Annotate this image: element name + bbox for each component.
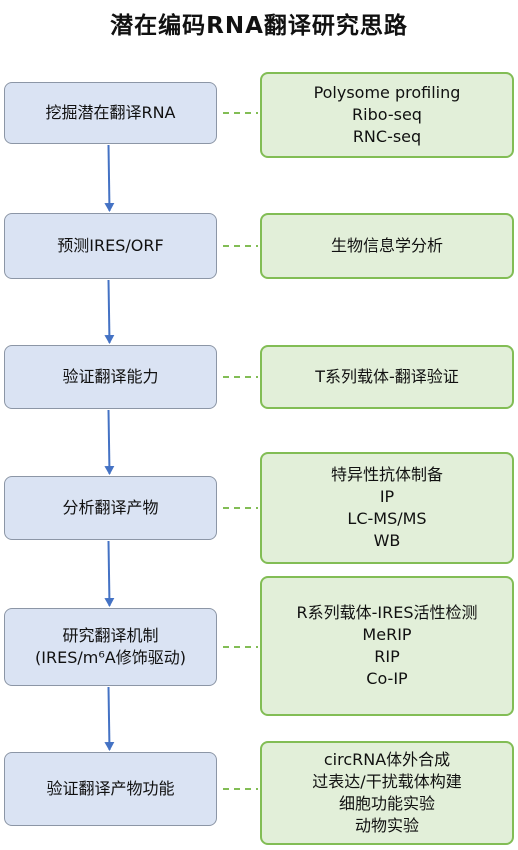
step-box-line: 挖掘潜在翻译RNA (45, 103, 176, 122)
page-title: 潜在编码RNA翻译研究思路 (110, 13, 408, 39)
method-box-verify-function: circRNA体外合成过表达/干扰载体构建细胞功能实验动物实验 (260, 741, 514, 845)
flow-arrow (104, 540, 115, 607)
method-box-line: 过表达/干扰载体构建 (312, 772, 462, 791)
step-box-predict-ires-orf: 预测IRES/ORF (4, 213, 217, 279)
step-box-line: 分析翻译产物 (62, 498, 159, 517)
flow-arrow (104, 409, 115, 475)
method-box-line: Ribo-seq (352, 105, 422, 124)
method-box-line: 细胞功能实验 (338, 794, 435, 813)
flow-arrow (104, 279, 115, 344)
step-box-line: 研究翻译机制 (62, 626, 159, 645)
step-box-mine-rna: 挖掘潜在翻译RNA (4, 82, 217, 144)
method-box-line: LC-MS/MS (347, 509, 427, 528)
method-box-line: 特异性抗体制备 (330, 465, 443, 484)
step-box-line: 预测IRES/ORF (57, 236, 164, 255)
step-box-verify-translation: 验证翻译能力 (4, 345, 217, 409)
method-box-line: 动物实验 (354, 816, 419, 835)
method-box-line: RIP (374, 647, 400, 666)
step-box-line: (IRES/m⁶A修饰驱动) (35, 648, 186, 667)
method-box-analyze-products: 特异性抗体制备 IP LC-MS/MS WB (260, 452, 514, 564)
flow-arrow (104, 686, 115, 751)
method-box-line: Polysome profiling (313, 83, 461, 102)
method-box-line: MeRIP (362, 625, 412, 644)
method-box-line: R系列载体-IRES活性检测 (296, 603, 478, 622)
method-box-line: 生物信息学分析 (330, 236, 443, 255)
method-box-predict-ires-orf: 生物信息学分析 (260, 213, 514, 279)
step-box-analyze-products: 分析翻译产物 (4, 476, 217, 540)
method-box-line: RNC-seq (352, 127, 422, 146)
method-box-verify-translation: T系列载体-翻译验证 (260, 345, 514, 409)
method-box-line: circRNA体外合成 (323, 750, 451, 769)
method-box-line: Co-IP (366, 669, 408, 688)
flow-arrow (104, 144, 115, 212)
step-box-line: 验证翻译能力 (62, 367, 159, 386)
method-box-line: T系列载体-翻译验证 (315, 367, 459, 386)
step-box-study-mechanism: 研究翻译机制 (IRES/m⁶A修饰驱动) (4, 608, 217, 686)
method-box-study-mechanism: R系列载体-IRES活性检测 MeRIP RIP Co-IP (260, 576, 514, 716)
method-box-line: IP (379, 487, 395, 506)
step-box-verify-function: 验证翻译产物功能 (4, 752, 217, 826)
step-box-line: 验证翻译产物功能 (46, 779, 175, 798)
method-box-line: WB (373, 531, 401, 550)
